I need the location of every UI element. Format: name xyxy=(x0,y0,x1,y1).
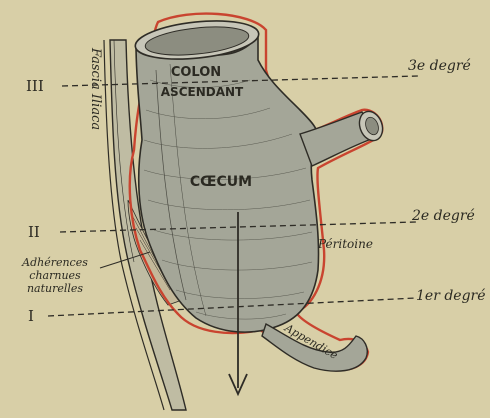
level-numeral-1: I xyxy=(28,307,34,325)
degree-label-3: 3e degré xyxy=(408,58,471,74)
level-numeral-2: II xyxy=(28,223,40,241)
adherences-label-line3: naturelles xyxy=(27,282,83,295)
adherences-label-line2: charnues xyxy=(29,269,81,282)
colon-label-line2: ASCENDANT xyxy=(161,85,244,99)
adherences-label-line1: Adhérences xyxy=(21,256,88,269)
colon-label-line1: COLON xyxy=(171,65,221,80)
peritoine-label: Péritoine xyxy=(317,237,373,251)
degree-label-1: 1er degré xyxy=(416,288,486,304)
level-numeral-3: III xyxy=(26,77,44,95)
fascia-label: Fascia Iliaca xyxy=(88,47,103,130)
degree-label-2: 2e degré xyxy=(411,208,475,224)
caecum-label: CŒCUM xyxy=(190,174,252,190)
